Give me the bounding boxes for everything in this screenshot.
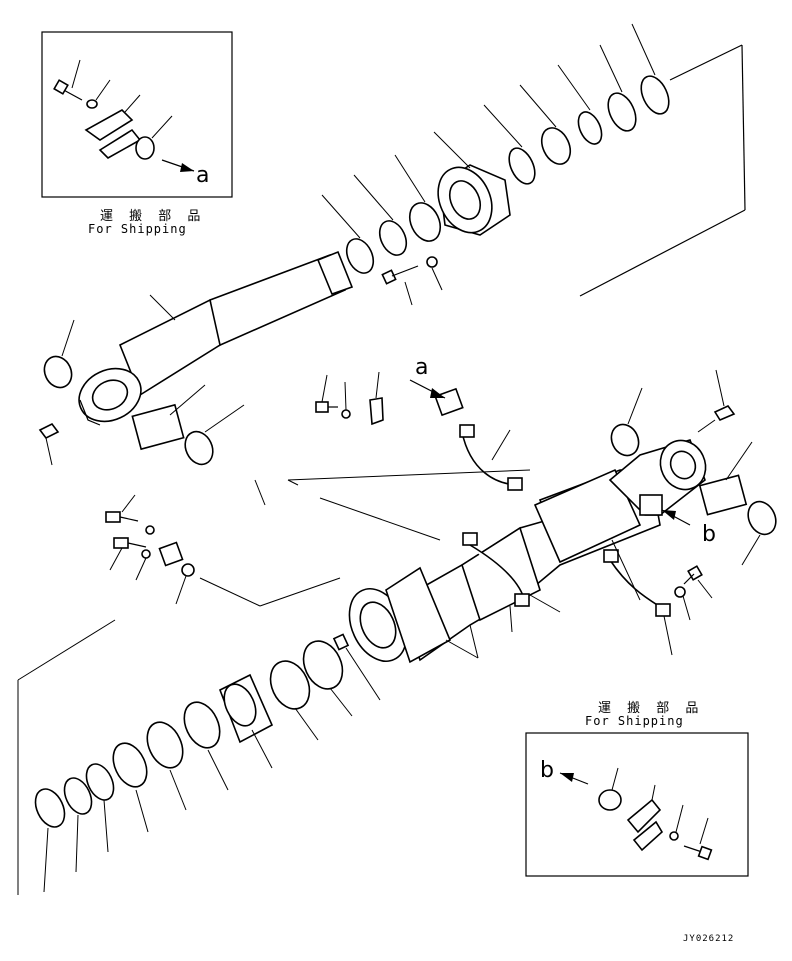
inset-a-ref-letter: a [196, 163, 210, 188]
inset-b-clamp-half [626, 798, 662, 834]
grease-fitting-right [697, 369, 736, 433]
pipe-clamp-band-upper [459, 424, 523, 491]
rod-end-eye [78, 367, 142, 426]
piston-seals-lower [34, 640, 353, 893]
inset-a-seal [135, 136, 155, 160]
bottom-dust-seal [747, 500, 777, 536]
head-screw [332, 633, 350, 651]
pipe-bolts-left [105, 494, 155, 581]
pipe-o-ring [181, 563, 195, 577]
rod-gland-head [433, 131, 511, 236]
inset-a-frame [41, 31, 233, 198]
inset-b-frame [525, 732, 749, 877]
inset-b-shipping-label-en: For Shipping [585, 714, 684, 728]
inset-a-clamp-half [84, 109, 134, 141]
callout-a-letter: a [415, 355, 429, 380]
rod-end-seal [43, 355, 73, 389]
rod-seal-rings [483, 23, 670, 185]
inset-b-washer [669, 831, 679, 841]
inset-b-bolt [683, 817, 713, 861]
pipe-clamp-bolt-top [315, 371, 384, 426]
rod-end-dust-seal [184, 430, 214, 466]
clamp-bolt-right [674, 565, 713, 621]
callout-b-letter: b [702, 522, 716, 547]
bottom-bushing [698, 474, 748, 516]
rod-end-bushing [131, 403, 185, 451]
bottom-eye-seal [610, 423, 640, 457]
tube-clamp [462, 532, 561, 633]
inset-b-shipping-label-jp: 運 搬 部 品 [598, 701, 705, 716]
drawing-code: JY026212 [683, 934, 735, 944]
callout-b-arrow [661, 509, 691, 526]
cylinder-head [348, 566, 479, 664]
inset-a-washer [86, 99, 98, 109]
piston-rod [118, 250, 354, 397]
inset-a-shipping-label-en: For Shipping [88, 222, 187, 236]
gland-bolt [381, 256, 443, 306]
hydraulic-pipe [158, 387, 464, 567]
grease-fitting-left [38, 422, 60, 466]
cylinder-bottom-eye [608, 439, 707, 516]
inset-b-arrow [559, 772, 589, 785]
inset-b-ref-letter: b [540, 758, 554, 783]
inset-a-bolt [53, 59, 83, 101]
inset-a-shipping-label-jp: 運 搬 部 品 [100, 209, 207, 224]
callout-a-arrow [409, 379, 446, 399]
inset-b-cap [598, 789, 622, 811]
pipe-clamp-band-lower [603, 539, 673, 656]
